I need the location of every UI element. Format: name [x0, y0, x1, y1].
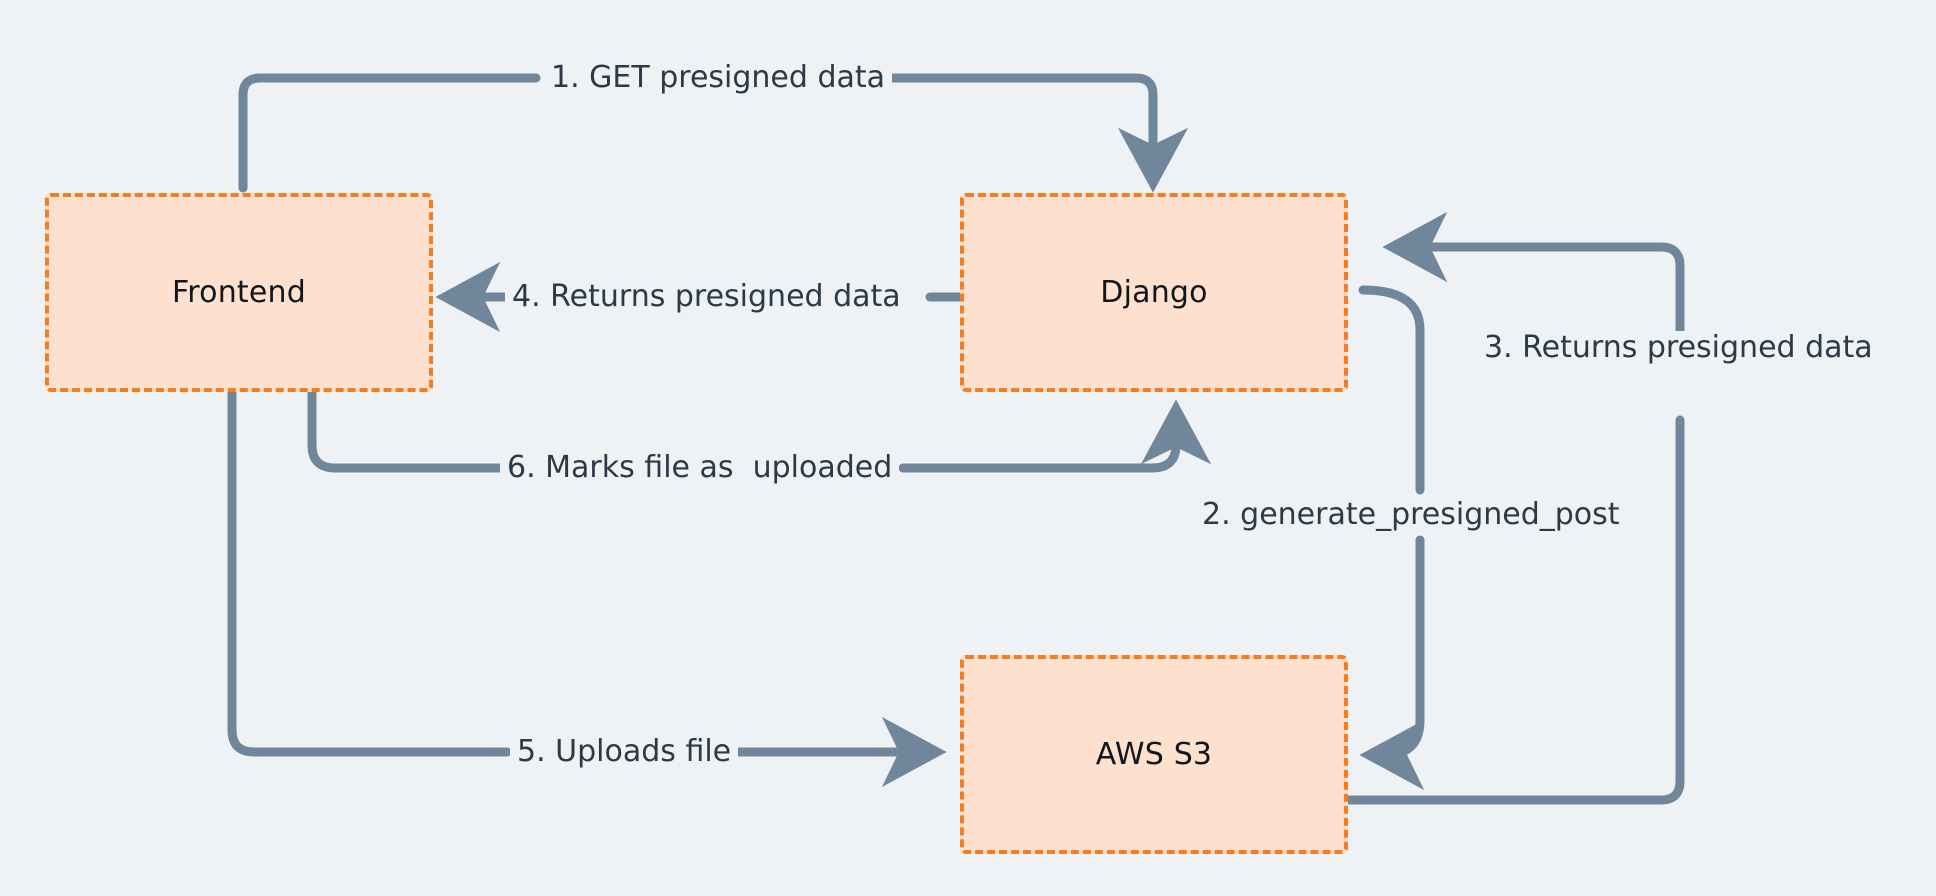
edge-label-step4: 4. Returns presigned data	[505, 280, 908, 313]
edge-label-step3: 3. Returns presigned data	[1477, 331, 1880, 364]
edge-path-step2-bot	[1359, 535, 1425, 791]
node-aws-s3[interactable]: AWS S3	[960, 655, 1348, 854]
edge-label-step6: 6. Marks file as uploaded	[500, 451, 900, 484]
edge-path-step1-right	[888, 73, 1189, 193]
edge-label-step5: 5. Uploads file	[510, 735, 739, 768]
edge-label-step2: 2. generate_presigned_post	[1195, 498, 1627, 531]
edge-path-step2-top	[1358, 285, 1425, 495]
node-django[interactable]: Django	[960, 193, 1348, 392]
node-aws-s3-label: AWS S3	[1095, 737, 1213, 772]
node-django-label: Django	[1100, 275, 1208, 310]
edge-path-step3-bottom	[1344, 415, 1685, 805]
edge-path-step6-left	[307, 387, 508, 473]
node-frontend-label: Frontend	[172, 275, 306, 310]
edge-path-step1-left	[238, 73, 541, 193]
edge-path-step6-right	[898, 399, 1212, 473]
edge-path-step5-left	[227, 387, 512, 757]
edge-path-step3-top	[1382, 211, 1685, 335]
edge-label-step1: 1. GET presigned data	[544, 61, 893, 94]
node-frontend[interactable]: Frontend	[45, 193, 433, 392]
